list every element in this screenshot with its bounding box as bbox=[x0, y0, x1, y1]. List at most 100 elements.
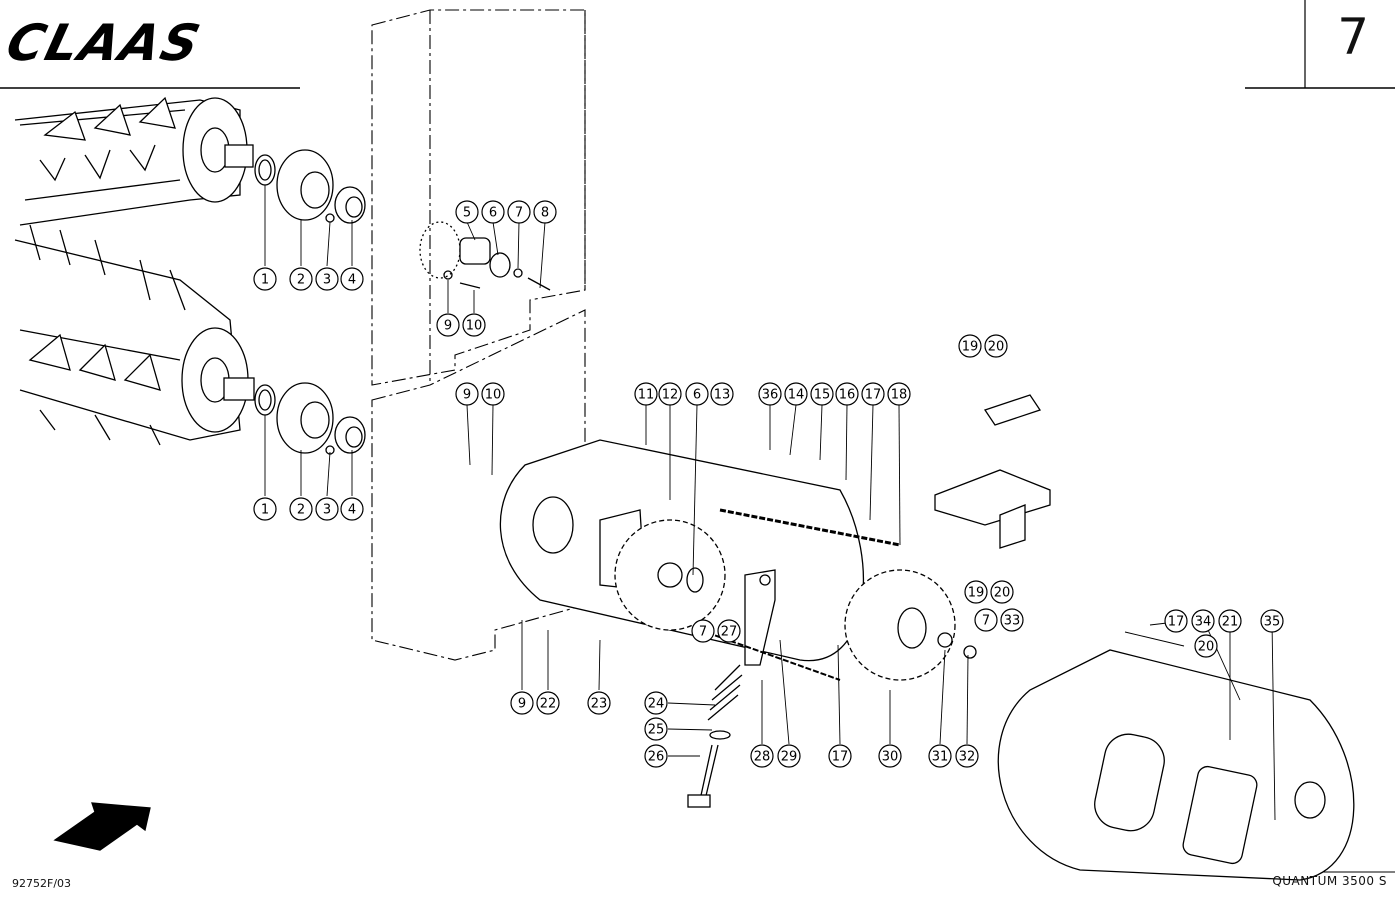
callout-23: 23 bbox=[587, 691, 611, 715]
callout-number: 7 bbox=[515, 206, 523, 221]
callout-20: 20 bbox=[984, 334, 1008, 358]
callout-11: 11 bbox=[634, 382, 658, 406]
callout-number: 11 bbox=[638, 388, 655, 403]
callout-number: 29 bbox=[781, 750, 798, 765]
callout-13: 13 bbox=[710, 382, 734, 406]
callout-circle bbox=[658, 382, 682, 406]
direction-arrow bbox=[53, 802, 151, 851]
callout-number: 24 bbox=[648, 697, 665, 712]
callout-circle bbox=[1260, 609, 1284, 633]
callout-circle bbox=[253, 497, 277, 521]
callout-circle bbox=[887, 382, 911, 406]
callout-number: 31 bbox=[932, 750, 949, 765]
large-sprocket bbox=[614, 519, 726, 631]
callout-number: 21 bbox=[1222, 615, 1239, 630]
callout-number: 32 bbox=[959, 750, 976, 765]
page-number: 7 bbox=[1337, 8, 1369, 66]
callout-number: 7 bbox=[982, 614, 990, 629]
callout-33: 33 bbox=[1000, 608, 1024, 632]
callout-number: 6 bbox=[489, 206, 497, 221]
callout-circle bbox=[510, 691, 534, 715]
callout-17: 17 bbox=[861, 382, 885, 406]
callout-number: 10 bbox=[485, 388, 502, 403]
callout-16: 16 bbox=[835, 382, 859, 406]
callout-circle bbox=[964, 580, 988, 604]
callout-circle bbox=[861, 382, 885, 406]
callout-14: 14 bbox=[784, 382, 808, 406]
callout-number: 17 bbox=[1168, 615, 1185, 630]
callout-number: 19 bbox=[962, 340, 979, 355]
callout-18: 18 bbox=[887, 382, 911, 406]
callout-circle bbox=[340, 267, 364, 291]
tensioner-arm bbox=[744, 569, 776, 666]
callout-circle bbox=[750, 744, 774, 768]
callout-17: 17 bbox=[1164, 609, 1188, 633]
callout-circle bbox=[984, 334, 1008, 358]
callout-19: 19 bbox=[964, 580, 988, 604]
callout-number: 20 bbox=[994, 586, 1011, 601]
upper-rotor bbox=[14, 96, 254, 226]
callout-circle bbox=[990, 580, 1014, 604]
callout-circle bbox=[507, 200, 531, 224]
callout-circle bbox=[253, 267, 277, 291]
callout-4: 4 bbox=[340, 497, 364, 521]
callout-circle bbox=[455, 382, 479, 406]
callout-number: 9 bbox=[463, 388, 471, 403]
callout-22: 22 bbox=[536, 691, 560, 715]
callout-3: 3 bbox=[315, 267, 339, 291]
callout-15: 15 bbox=[810, 382, 834, 406]
callout-12: 12 bbox=[658, 382, 682, 406]
callout-number: 15 bbox=[814, 388, 831, 403]
callout-circle bbox=[1194, 634, 1218, 658]
callout-circle bbox=[436, 313, 460, 337]
callout-4: 4 bbox=[340, 267, 364, 291]
callout-circle bbox=[777, 744, 801, 768]
leader-lines bbox=[264, 185, 1276, 821]
callout-number: 23 bbox=[591, 697, 608, 712]
callout-number: 14 bbox=[788, 388, 805, 403]
callout-6: 6 bbox=[685, 382, 709, 406]
callout-20: 20 bbox=[990, 580, 1014, 604]
callout-number: 28 bbox=[754, 750, 771, 765]
callout-circle bbox=[289, 267, 313, 291]
callout-number: 6 bbox=[693, 388, 701, 403]
callout-circle bbox=[533, 200, 557, 224]
callout-number: 3 bbox=[323, 503, 331, 518]
callout-number: 3 bbox=[323, 273, 331, 288]
callout-circle bbox=[644, 717, 668, 741]
callout-2: 2 bbox=[289, 497, 313, 521]
callout-circle bbox=[315, 267, 339, 291]
callout-1: 1 bbox=[253, 267, 277, 291]
callout-number: 1 bbox=[261, 503, 269, 518]
upper-bearing-set bbox=[254, 149, 366, 224]
callout-number: 30 bbox=[882, 750, 899, 765]
callout-circle bbox=[536, 691, 560, 715]
callout-7: 7 bbox=[507, 200, 531, 224]
callout-circle bbox=[634, 382, 658, 406]
callout-circle bbox=[810, 382, 834, 406]
callout-circle bbox=[289, 497, 313, 521]
callout-8: 8 bbox=[533, 200, 557, 224]
callout-7: 7 bbox=[974, 608, 998, 632]
callout-number: 16 bbox=[839, 388, 856, 403]
callout-circle bbox=[462, 313, 486, 337]
callout-26: 26 bbox=[644, 744, 668, 768]
callout-number: 1 bbox=[261, 273, 269, 288]
callout-number: 10 bbox=[466, 319, 483, 334]
callout-32: 32 bbox=[955, 744, 979, 768]
callout-34: 34 bbox=[1191, 609, 1215, 633]
callout-circle bbox=[1218, 609, 1242, 633]
callout-7: 7 bbox=[691, 619, 715, 643]
callout-circle bbox=[878, 744, 902, 768]
model-name: QUANTUM 3500 S bbox=[1272, 874, 1387, 888]
callout-circle bbox=[455, 200, 479, 224]
callout-circle bbox=[835, 382, 859, 406]
callout-10: 10 bbox=[462, 313, 486, 337]
callout-3: 3 bbox=[315, 497, 339, 521]
callout-17: 17 bbox=[828, 744, 852, 768]
callout-27: 27 bbox=[717, 619, 741, 643]
callout-number: 7 bbox=[699, 625, 707, 640]
